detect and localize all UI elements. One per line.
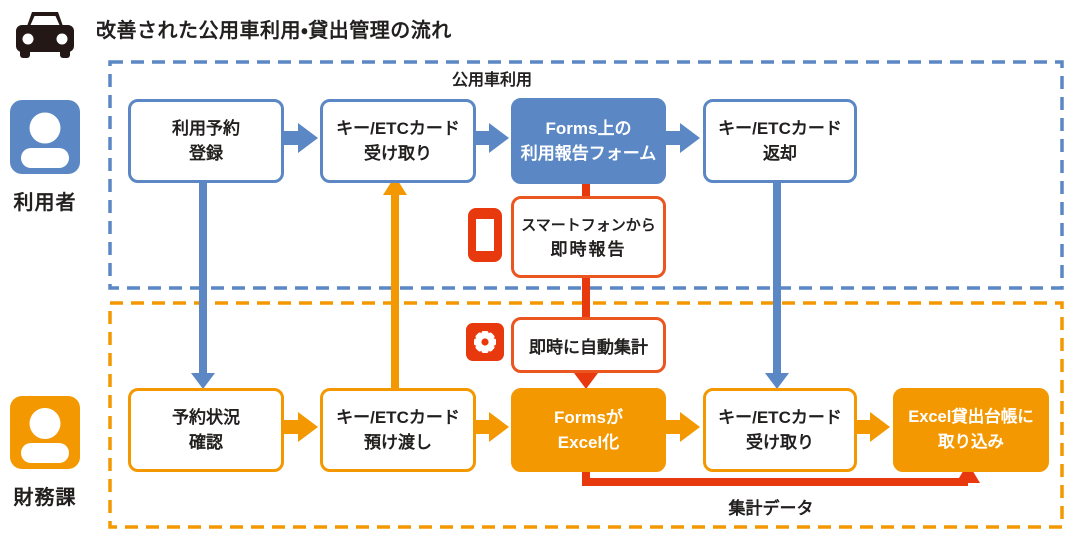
arrow-down-icon: [765, 373, 789, 389]
annotation-smartphone-report: スマートフォンから 即時報告: [511, 196, 666, 278]
flow-step-return-key: キー/ETCカード 返却: [703, 99, 857, 183]
arrow-up-icon: [383, 176, 407, 195]
lane-user-region-label: 公用車利用: [451, 72, 532, 89]
flow-step-import-ledger: Excel貸出台帳に 取り込み: [893, 388, 1049, 472]
step-label: Excel貸出台帳に: [908, 408, 1034, 427]
step-label: Excel化: [557, 433, 620, 452]
step-label: 受け取り: [364, 144, 432, 163]
person-icon: [10, 100, 80, 174]
arrow-up-icon: [956, 463, 980, 483]
step-label: キー/ETCカード: [336, 407, 460, 427]
annotation-label: 即時に自動集計: [529, 337, 648, 357]
step-label: 利用報告フォーム: [520, 144, 657, 163]
flow-step-check-status: 予約状況 確認: [128, 388, 284, 472]
arrow-right-icon: [281, 412, 318, 442]
person-icon: [10, 396, 80, 469]
arrow-right-icon: [853, 412, 890, 442]
flow-step-forms-report: Forms上の 利用報告フォーム: [511, 98, 666, 184]
actor-user-label: 利用者: [13, 192, 77, 214]
actor-finance-label: 財務課: [13, 487, 77, 509]
flow-step-receive-key: キー/ETCカード 受け取り: [320, 99, 476, 183]
gear-icon: [466, 323, 504, 361]
arrow-right-icon: [281, 123, 318, 153]
step-label: 取り込み: [938, 433, 1004, 451]
step-label: キー/ETCカード: [336, 118, 460, 138]
connector-down: [199, 177, 207, 375]
annotation-label: 即時報告: [550, 240, 627, 259]
step-label: Formsが: [554, 407, 623, 427]
actor-finance: 財務課: [10, 396, 80, 510]
arrow-down-icon: [191, 373, 215, 389]
page-title: 改善された公用車利用・貸出管理の流れ: [96, 20, 452, 42]
annotation-label: スマートフォンから: [521, 217, 656, 234]
connector-down: [773, 177, 781, 375]
step-label: 利用予約: [172, 118, 240, 138]
step-label: Forms上の: [545, 118, 632, 138]
actor-user: 利用者: [10, 100, 80, 215]
arrow-down-icon: [574, 373, 598, 389]
flow-step-handover-key: キー/ETCカード 預け渡し: [320, 388, 476, 472]
smartphone-icon: [468, 208, 502, 262]
aggregated-data-label: 集計データ: [728, 499, 814, 518]
step-label: 受け取り: [746, 433, 814, 452]
flow-step-forms-to-excel: Formsが Excel化: [511, 388, 666, 472]
arrow-right-icon: [663, 412, 700, 442]
step-label: キー/ETCカード: [718, 118, 842, 138]
step-label: 返却: [763, 144, 797, 163]
arrow-right-icon: [472, 412, 509, 442]
step-label: 予約状況: [172, 407, 240, 427]
step-label: 登録: [189, 144, 223, 163]
step-label: 確認: [189, 433, 223, 452]
arrow-right-icon: [472, 123, 509, 153]
step-label: 預け渡し: [364, 433, 432, 452]
annotation-auto-aggregate: 即時に自動集計: [511, 317, 666, 373]
flow-step-receive-key-back: キー/ETCカード 受け取り: [703, 388, 857, 472]
arrow-right-icon: [663, 123, 700, 153]
step-label: キー/ETCカード: [718, 407, 842, 427]
connector-up: [391, 192, 399, 388]
car-icon: [16, 12, 74, 58]
flow-step-reserve: 利用予約 登録: [128, 99, 284, 183]
